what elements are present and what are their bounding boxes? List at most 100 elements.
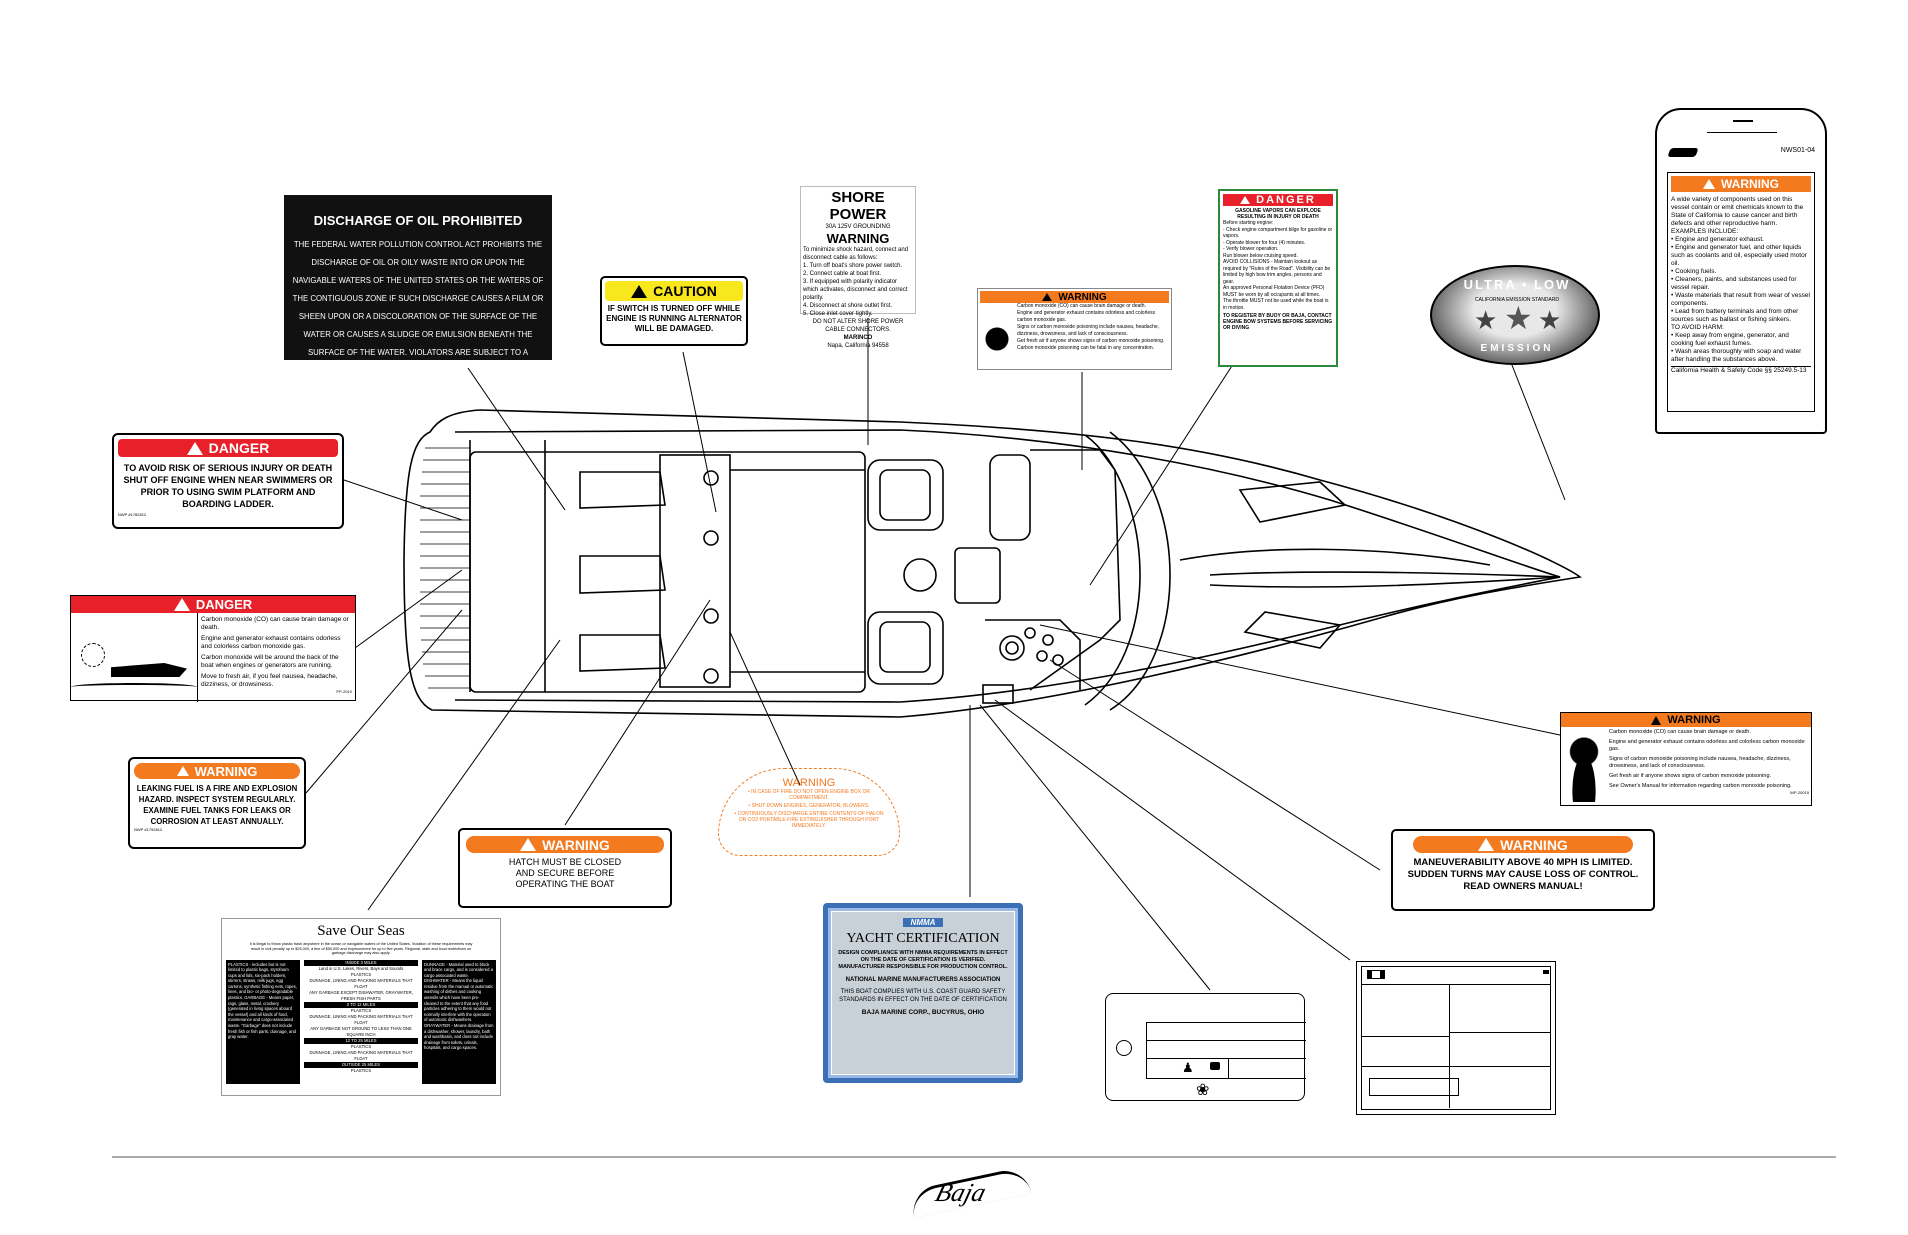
gasoline-danger-footer: TO REGISTER BY BUOY OR BAJA, CONTACT ENG… [1223, 313, 1333, 331]
co-person-icon [980, 306, 1014, 366]
yacht-cert-statement: THIS BOAT COMPLIES WITH U.S. COAST GUARD… [839, 989, 1007, 1003]
swim-danger-body: TO AVOID RISK OF SERIOUS INJURY OR DEATH… [123, 463, 333, 509]
prop65-avoid-2: • Wash areas thoroughly with soap and wa… [1671, 348, 1802, 363]
warning-triangle-icon [1703, 179, 1715, 189]
prop65-intro: A wide variety of components used on thi… [1671, 196, 1804, 227]
gasoline-danger-line-8: The throttle MUST not be used while the … [1223, 298, 1329, 311]
fuel-warning-label: WARNING LEAKING FUEL IS A FIRE AND EXPLO… [128, 757, 306, 849]
save-seas-mid-1: INSIDE 3 MILES [304, 959, 418, 966]
gasoline-danger-title: GASOLINE VAPORS CAN EXPLODE RESULTING IN… [1235, 208, 1321, 220]
warning-triangle-icon [1478, 838, 1495, 851]
yacht-cert-title: YACHT CERTIFICATION [846, 931, 1000, 946]
prop65-example-1: • Engine and generator exhaust. [1671, 236, 1764, 243]
swim-danger-header: DANGER [118, 439, 338, 457]
prop65-example-2: • Engine and generator fuel, and other l… [1671, 244, 1807, 267]
co-danger-header: DANGER [71, 596, 355, 613]
shore-power-city: Napa, California 94558 [827, 343, 889, 349]
save-seas-mid-4: DUNNAGE, LINING AND PACKING MATERIALS TH… [309, 977, 413, 989]
hull-outline [403, 409, 1582, 718]
danger-triangle-icon [1240, 196, 1251, 204]
save-seas-mid-12: DUNNAGE, LINING AND PACKING MATERIALS TH… [309, 1049, 413, 1061]
gear-icon [1210, 1062, 1220, 1070]
person-icon: ♟ [1182, 1060, 1194, 1075]
maneuver-warning-header: WARNING [1413, 836, 1633, 853]
fire-warning-line-3: • CONTINUOUSLY DISCHARGE ENTIRE CONTENTS… [734, 811, 884, 829]
shore-power-warning: WARNING [826, 231, 890, 246]
save-seas-mid-2: Land in U.S. Lakes, Rivers, Bays and Sou… [318, 965, 404, 971]
co-danger-label: DANGER Carbon monoxide (CO) can cause br… [70, 595, 356, 702]
swim-danger-header-text: DANGER [208, 440, 270, 456]
co-small-line-3: Signs or carbon monoxide poisoning inclu… [1017, 324, 1160, 337]
star-icon: ★ [1538, 305, 1562, 335]
save-seas-left-column: PLASTICS - includes but is not limited t… [226, 959, 300, 1084]
danger-triangle-icon [173, 598, 190, 611]
co-right-line-3: Signs of carbon monoxide poisoning inclu… [1609, 756, 1791, 769]
save-seas-mid-5: ANY GARBAGE EXCEPT DISHWATER, GRAYWATER,… [309, 989, 413, 1001]
hatch-warning-header-text: WARNING [542, 836, 610, 853]
co-warning-right-header-text: WARNING [1667, 714, 1721, 726]
co-right-line-1: Carbon monoxide (CO) can cause brain dam… [1609, 729, 1751, 735]
maneuver-warning-label: WARNING MANEUVERABILITY ABOVE 40 MPH IS … [1391, 829, 1655, 911]
gasoline-danger-line-6: AVOID COLLISIONS - Maintain lookout as r… [1223, 259, 1331, 285]
co-warning-small-label: WARNING Carbon monoxide (CO) can cause b… [977, 288, 1172, 370]
save-seas-mid-9: ANY GARBAGE NOT GROUND TO LESS THAN ONE … [310, 1025, 412, 1037]
danger-triangle-icon [186, 441, 203, 455]
swim-danger-code: NWP #1782812 [118, 512, 147, 517]
shore-power-title: SHORE POWER [829, 189, 887, 223]
gasoline-danger-line-1: Before starting engine: [1223, 220, 1274, 226]
prop65-example-3: • Cooking fuels. [1671, 268, 1717, 275]
co-warning-right-header: WARNING [1561, 713, 1811, 727]
co-danger-header-text: DANGER [195, 597, 253, 612]
save-seas-mid-14: PLASTICS [350, 1067, 372, 1073]
shore-power-subtitle: 30A 125V GROUNDING [825, 224, 891, 230]
save-seas-mid-8: DUNNAGE, LINING AND PACKING MATERIALS TH… [309, 1013, 413, 1025]
oil-label-body: THE FEDERAL WATER POLLUTION CONTROL ACT … [292, 240, 544, 375]
ultra-low-emission-badge: ULTRA • LOW CALIFORNIA EMISSION STANDARD… [1430, 265, 1600, 365]
hatch-warning-header: WARNING [466, 836, 664, 853]
baja-small-logo [1667, 148, 1699, 157]
save-seas-intro: It is illegal to throw plastic trash any… [249, 942, 473, 955]
hatch-warning-label: WARNING HATCH MUST BE CLOSED AND SECURE … [458, 828, 672, 908]
co-danger-line-2: Engine and generator exhaust contains od… [201, 635, 341, 650]
save-seas-mid-6: 3 TO 12 MILES [304, 1001, 418, 1008]
co-small-line-4: Get fresh air if anyone shows signs of c… [1017, 338, 1165, 344]
mounting-hole [1116, 1040, 1132, 1056]
fire-warning-line-2: • SHUT DOWN ENGINES, GENERATOR, BLOWERS. [748, 803, 870, 809]
gasoline-danger-line-5: Run blower below cruising speed. [1223, 252, 1298, 259]
prop65-avoid-title: TO AVOID HARM: [1671, 324, 1724, 331]
maneuver-warning-body: MANEUVERABILITY ABOVE 40 MPH IS LIMITED.… [1407, 857, 1639, 892]
co-danger-line-1: Carbon monoxide (CO) can cause brain dam… [201, 616, 349, 631]
co-danger-line-4: Move to fresh air, if you feel nausea, h… [201, 673, 338, 688]
co-right-code: WP-20015 [1790, 790, 1809, 795]
co-right-line-5: See Owner's Manual for information regar… [1609, 783, 1792, 789]
co-warning-small-header-text: WARNING [1058, 291, 1107, 303]
save-seas-mid-10: 12 TO 25 MILES [304, 1037, 418, 1044]
fire-warning-line-1: • IN CASE OF FIRE DO NOT OPEN ENGINE BOX… [748, 789, 870, 801]
hatch-warning-body: HATCH MUST BE CLOSED AND SECURE BEFORE O… [508, 857, 622, 889]
shore-power-step-5: 5. Close inlet cover tightly. [803, 311, 873, 317]
fuel-warning-code: NWP #1792812 [134, 827, 163, 832]
yacht-cert-assoc: NATIONAL MARINE MANUFACTURERS ASSOCIATIO… [845, 977, 1001, 983]
prop65-header: WARNING [1671, 176, 1811, 192]
caution-triangle-icon [631, 284, 648, 298]
co-small-line-5: Carbon monoxide poisoning can be fatal i… [1017, 345, 1155, 351]
shore-power-brand: MARINCO [843, 335, 873, 341]
shore-power-intro: To minimize shock hazard, connect and di… [803, 247, 909, 261]
yacht-certification-plate: NMMA YACHT CERTIFICATION DESIGN COMPLIAN… [823, 903, 1023, 1083]
shore-power-label: SHORE POWER 30A 125V GROUNDING WARNING T… [800, 186, 916, 349]
baja-footer-logo: Baja [900, 1165, 1040, 1219]
shore-power-step-1: 1. Turn off boat's shore power switch. [803, 263, 903, 269]
caution-label: CAUTION IF SWITCH IS TURNED OFF WHILE EN… [600, 276, 748, 346]
oil-discharge-label: DISCHARGE OF OIL PROHIBITED THE FEDERAL … [284, 195, 552, 375]
oil-label-title: DISCHARGE OF OIL PROHIBITED [313, 213, 523, 228]
ultra-low-top-text: ULTRA • LOW [1463, 277, 1571, 292]
shore-power-step-2: 2. Connect cable at boat first. [803, 271, 882, 277]
engine-icon: ❀ [1196, 1082, 1210, 1099]
warning-triangle-icon [176, 766, 189, 776]
gasoline-danger-header: DANGER [1223, 194, 1333, 206]
prop65-examples-title: EXAMPLES INCLUDE: [1671, 228, 1739, 235]
co-small-line-2: Engine and generator exhaust contains od… [1017, 310, 1156, 323]
warning-triangle-icon [1042, 293, 1053, 301]
ultra-low-arc-text: CALIFORNIA EMISSION STANDARD [1474, 297, 1560, 303]
prop65-example-6: • Lead from battery terminals and from o… [1671, 308, 1799, 323]
